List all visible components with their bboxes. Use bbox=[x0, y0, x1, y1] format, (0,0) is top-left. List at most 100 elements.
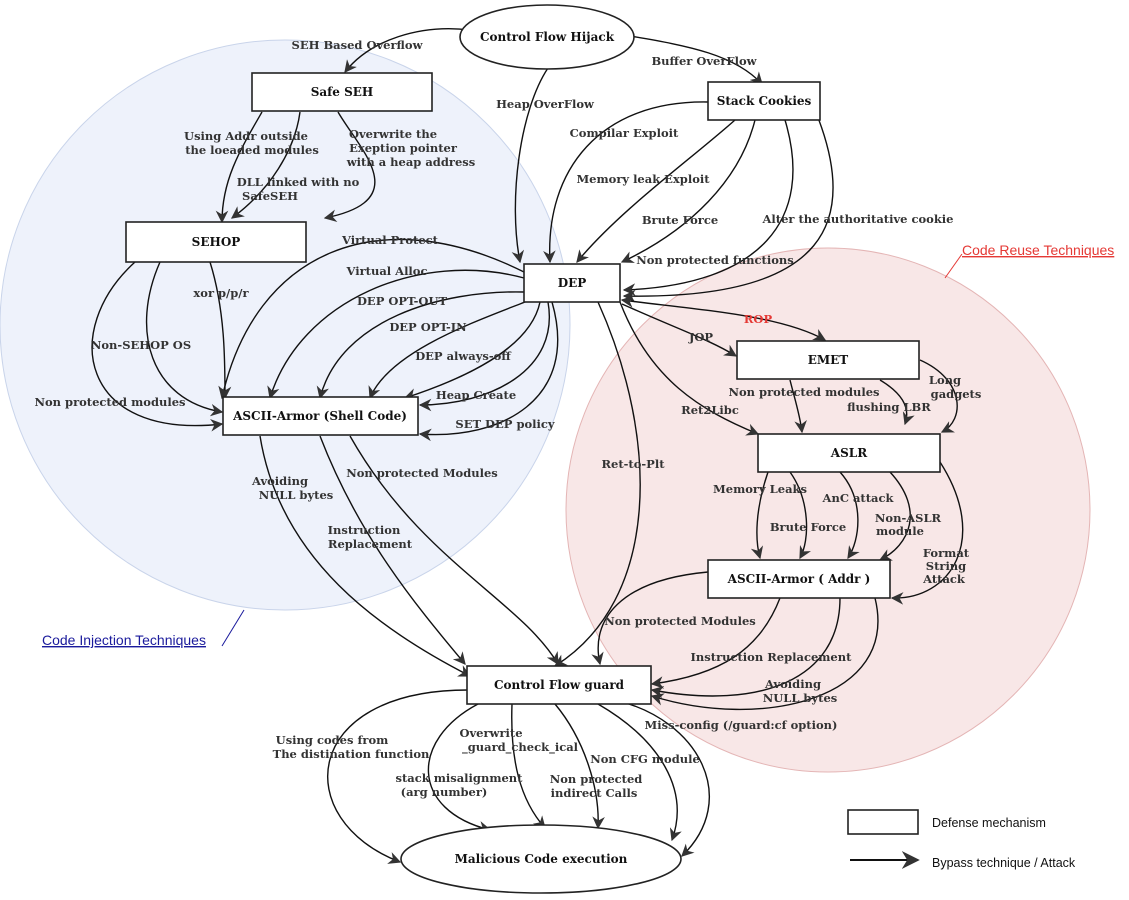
label-non-protected-modules-shell: Non protected Modules bbox=[346, 466, 498, 480]
label-avoiding-null-addr-2: NULL bytes bbox=[763, 691, 838, 705]
edge-dep-opt-out bbox=[316, 291, 525, 400]
node-ascii-armor-shell: ASCII-Armor (Shell Code) bbox=[232, 409, 407, 423]
edge-brute-force-aslr bbox=[789, 471, 812, 560]
label-overwrite-exc-1: Overwrite the bbox=[349, 127, 437, 141]
label-avoiding-null-addr-1: Avoiding bbox=[764, 677, 821, 691]
edge-non-protected-modules-shell bbox=[349, 435, 559, 666]
edge-format-string bbox=[890, 461, 964, 605]
label-seh-based-overflow: SEH Based Overflow bbox=[292, 38, 424, 52]
label-instruction-replacement-1: Instruction bbox=[328, 523, 401, 537]
label-format-string-3: Attack bbox=[922, 572, 966, 586]
label-ret2libc: Ret2Libc bbox=[681, 403, 739, 417]
edge-addr-outside bbox=[215, 111, 263, 224]
label-ret-to-plt: Ret-to-Plt bbox=[601, 457, 665, 471]
node-aslr: ASLR bbox=[830, 446, 868, 460]
label-miss-config: Miss-config (/guard:cf option) bbox=[645, 718, 838, 732]
node-malicious-code-shape bbox=[400, 824, 682, 894]
label-xor-ppr: xor p/p/r bbox=[193, 286, 249, 300]
label-non-protected-modules-sehop: Non protected modules bbox=[34, 395, 185, 409]
edge-stack-misalign bbox=[427, 703, 492, 834]
edge-rop bbox=[620, 295, 827, 341]
label-buffer-overflow: Buffer OverFlow bbox=[651, 54, 757, 68]
label-addr-outside-2: the loeaded modules bbox=[185, 143, 319, 157]
label-non-protected-modules-emet: Non protected modules bbox=[728, 385, 879, 399]
edge-miss-config bbox=[650, 597, 879, 711]
label-non-aslr-2: module bbox=[876, 524, 924, 538]
node-dep: DEP bbox=[558, 276, 587, 290]
node-ascii-armor-addr: ASCII-Armor ( Addr ) bbox=[727, 572, 871, 586]
edge-instruction-replacement-addr bbox=[650, 597, 781, 689]
edge-set-dep-policy bbox=[418, 301, 559, 442]
edge-dep-opt-in bbox=[368, 299, 531, 400]
label-set-dep-policy: SET DEP policy bbox=[455, 417, 554, 431]
edge-instruction-replacement bbox=[319, 435, 466, 665]
label-non-aslr-1: Non-ASLR bbox=[875, 511, 942, 525]
code-reuse-label: Code Reuse Techniques bbox=[962, 242, 1114, 258]
node-control-flow-guard: Control Flow guard bbox=[494, 678, 625, 692]
node-safe-seh-shape bbox=[251, 72, 433, 112]
node-control-flow-hijack: Control Flow Hijack bbox=[480, 30, 615, 44]
node-aslr-shape bbox=[757, 433, 941, 473]
label-non-sehop-os: Non-SEHOP OS bbox=[91, 338, 191, 352]
label-format-string-2: String bbox=[926, 559, 966, 573]
label-brute-force-dep: Brute Force bbox=[642, 213, 718, 227]
edge-virtual-alloc bbox=[267, 269, 525, 400]
label-avoiding-null-1: Avoiding bbox=[251, 474, 308, 488]
edge-xor-ppr bbox=[209, 261, 232, 400]
node-malicious-code: Malicious Code execution bbox=[455, 852, 628, 866]
node-emet: EMET bbox=[808, 353, 849, 367]
edge-non-cfg-module bbox=[597, 703, 682, 842]
edge-dll-linked bbox=[230, 111, 301, 219]
node-sehop-shape bbox=[125, 221, 307, 263]
code-injection-callout-line bbox=[221, 609, 245, 647]
label-non-protected-calls-2: indirect Calls bbox=[551, 786, 638, 800]
legend-bypass-label: Bypass technique / Attack bbox=[932, 856, 1076, 870]
edge-anc-attack bbox=[839, 471, 860, 560]
edge-jop bbox=[621, 303, 738, 357]
label-non-protected-modules-addr: Non protected Modules bbox=[604, 614, 756, 628]
edge-avoiding-null-addr bbox=[650, 597, 841, 699]
edge-heap-create bbox=[418, 301, 551, 412]
label-stack-misalign-2: (arg number) bbox=[401, 785, 488, 799]
edge-seh-based-overflow bbox=[344, 28, 471, 73]
code-injection-label: Code Injection Techniques bbox=[42, 632, 206, 648]
label-flushing-lbr: flushing LBR bbox=[847, 400, 931, 414]
label-non-protected-calls-1: Non protected bbox=[550, 772, 643, 786]
label-overwrite-guard-1: Overwrite bbox=[459, 726, 522, 740]
code-injection-region bbox=[0, 39, 571, 611]
node-control-flow-hijack-shape bbox=[459, 4, 635, 70]
label-stack-misalign-1: stack misalignment bbox=[396, 771, 524, 785]
edge-non-protected-modules-emet bbox=[789, 379, 807, 434]
edge-non-protected-functions bbox=[622, 119, 794, 296]
node-dep-shape bbox=[523, 263, 621, 303]
label-brute-force-aslr: Brute Force bbox=[770, 520, 846, 534]
code-reuse-region bbox=[565, 247, 1091, 773]
edge-non-protected-modules-sehop bbox=[91, 261, 224, 432]
edge-non-aslr bbox=[878, 471, 911, 561]
edge-using-codes bbox=[326, 689, 469, 864]
edge-compilar-exploit bbox=[543, 101, 709, 264]
label-virtual-alloc: Virtual Alloc bbox=[346, 264, 428, 278]
label-addr-outside-1: Using Addr outside bbox=[184, 129, 308, 143]
edge-non-protected-calls bbox=[554, 703, 605, 830]
label-alter-cookie: Alter the authoritative cookie bbox=[761, 212, 953, 226]
label-using-codes-2: The distination function bbox=[273, 747, 430, 761]
label-non-cfg-module: Non CFG module bbox=[590, 752, 700, 766]
edge-alter-cookie bbox=[622, 109, 834, 303]
edge-flushing-lbr bbox=[879, 379, 915, 426]
nodes: Control Flow Hijack Safe SEH Stack Cooki… bbox=[125, 4, 941, 894]
edge-overwrite-exception bbox=[323, 111, 376, 222]
label-avoiding-null-2: NULL bytes bbox=[259, 488, 334, 502]
edge-ret2libc bbox=[619, 301, 760, 436]
label-dll-linked-2: SafeSEH bbox=[242, 189, 298, 203]
edge-non-sehop-os bbox=[146, 261, 224, 417]
edge-dep-always-off bbox=[403, 301, 541, 401]
label-using-codes-1: Using codes from bbox=[276, 733, 389, 747]
node-stack-cookies: Stack Cookies bbox=[717, 94, 812, 108]
label-long-gadgets-1: Long bbox=[929, 373, 961, 387]
label-format-string-1: Format bbox=[923, 546, 970, 560]
label-instruction-replacement-2: Replacement bbox=[328, 537, 413, 551]
edge-heap-overflow bbox=[511, 67, 549, 264]
label-jop: JOP bbox=[688, 330, 713, 344]
edge-ret-to-plt bbox=[553, 301, 641, 667]
